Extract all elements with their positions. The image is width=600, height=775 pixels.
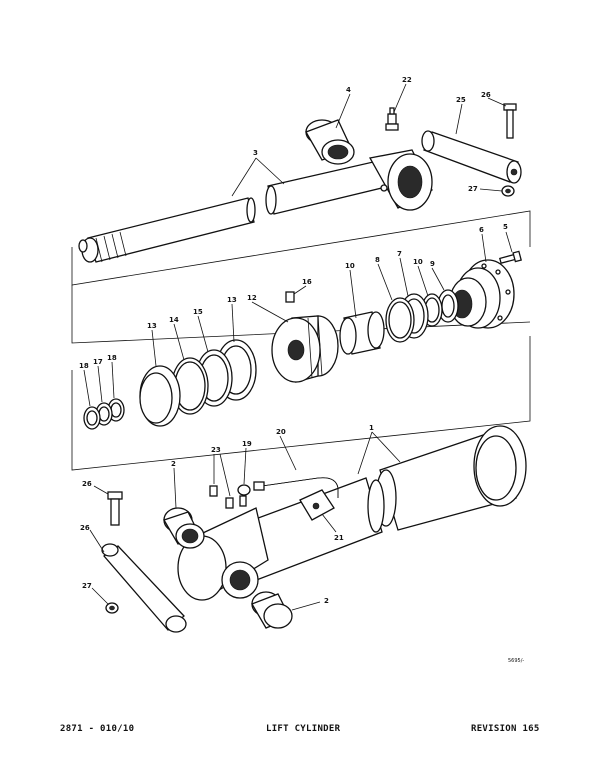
callout-13-left: 13 xyxy=(147,322,157,330)
fitting-19 xyxy=(237,484,251,507)
callout-7: 7 xyxy=(397,250,402,258)
callout-13-right: 13 xyxy=(227,296,237,304)
piston-rod-assembly xyxy=(78,149,433,263)
callout-19: 19 xyxy=(242,440,252,448)
callout-22: 22 xyxy=(402,76,412,84)
pin-26-bottom xyxy=(101,543,187,633)
callout-1: 1 xyxy=(369,424,374,432)
page-title: LIFT CYLINDER xyxy=(266,724,341,734)
seal-13-left xyxy=(139,365,181,427)
callout-2-top: 2 xyxy=(171,460,176,468)
ring-14 xyxy=(171,357,209,415)
ring-8 xyxy=(385,297,415,343)
callout-26-bolt: 26 xyxy=(82,480,92,488)
callout-20: 20 xyxy=(276,428,286,436)
callout-labels: 3 4 22 25 26 27 5 6 7 8 10 9 10 16 12 13… xyxy=(79,76,508,605)
grease-fitting-22 xyxy=(385,107,399,131)
piston-12 xyxy=(271,315,339,383)
ring-18-left xyxy=(83,406,101,430)
callout-18-left: 18 xyxy=(79,362,89,370)
bolt-26-top xyxy=(503,103,517,139)
bushing-4 xyxy=(305,119,355,165)
callout-27-bottom: 27 xyxy=(82,582,92,590)
nut-27-bottom xyxy=(105,602,119,614)
callout-23: 23 xyxy=(211,446,221,454)
callout-3: 3 xyxy=(253,149,258,157)
valve-block-21 xyxy=(299,489,335,521)
callout-21: 21 xyxy=(334,534,344,542)
document-number: 2871 - 010/10 xyxy=(60,724,135,734)
head-gland-6 xyxy=(449,259,515,329)
figure-code: 5695/- xyxy=(508,658,525,664)
nut-27-top xyxy=(501,185,515,197)
bushing-2-bottom xyxy=(251,591,293,629)
revision-label: REVISION 165 xyxy=(471,724,540,734)
pin-25 xyxy=(421,130,522,184)
callout-10-spacer: 10 xyxy=(345,262,355,270)
base-end-cylinder xyxy=(177,507,269,601)
fitting-16 xyxy=(285,291,295,303)
callout-26-pin: 26 xyxy=(80,524,90,532)
bolt-26-bottom xyxy=(107,491,123,526)
callout-4: 4 xyxy=(346,86,351,94)
hose-20 xyxy=(253,477,339,498)
callout-10-right: 10 xyxy=(413,258,423,266)
callout-5: 5 xyxy=(503,223,508,231)
callout-25: 25 xyxy=(456,96,466,104)
barrel-1 xyxy=(225,425,527,585)
callout-9: 9 xyxy=(430,260,435,268)
callout-16: 16 xyxy=(302,278,312,286)
callout-14: 14 xyxy=(169,316,179,324)
callout-17: 17 xyxy=(93,358,103,366)
bolt-5 xyxy=(498,250,522,265)
callout-8: 8 xyxy=(375,256,380,264)
fittings-23 xyxy=(209,485,234,509)
callout-15: 15 xyxy=(193,308,203,316)
callout-18-mid: 18 xyxy=(107,354,117,362)
bushing-2-top xyxy=(163,507,205,549)
callout-2-bottom: 2 xyxy=(324,597,329,605)
callout-26-top: 26 xyxy=(481,91,491,99)
callout-27-top: 27 xyxy=(468,185,478,193)
spacer-10 xyxy=(339,311,385,355)
leader-lines xyxy=(83,83,513,611)
callout-6: 6 xyxy=(479,226,484,234)
callout-12: 12 xyxy=(247,294,257,302)
